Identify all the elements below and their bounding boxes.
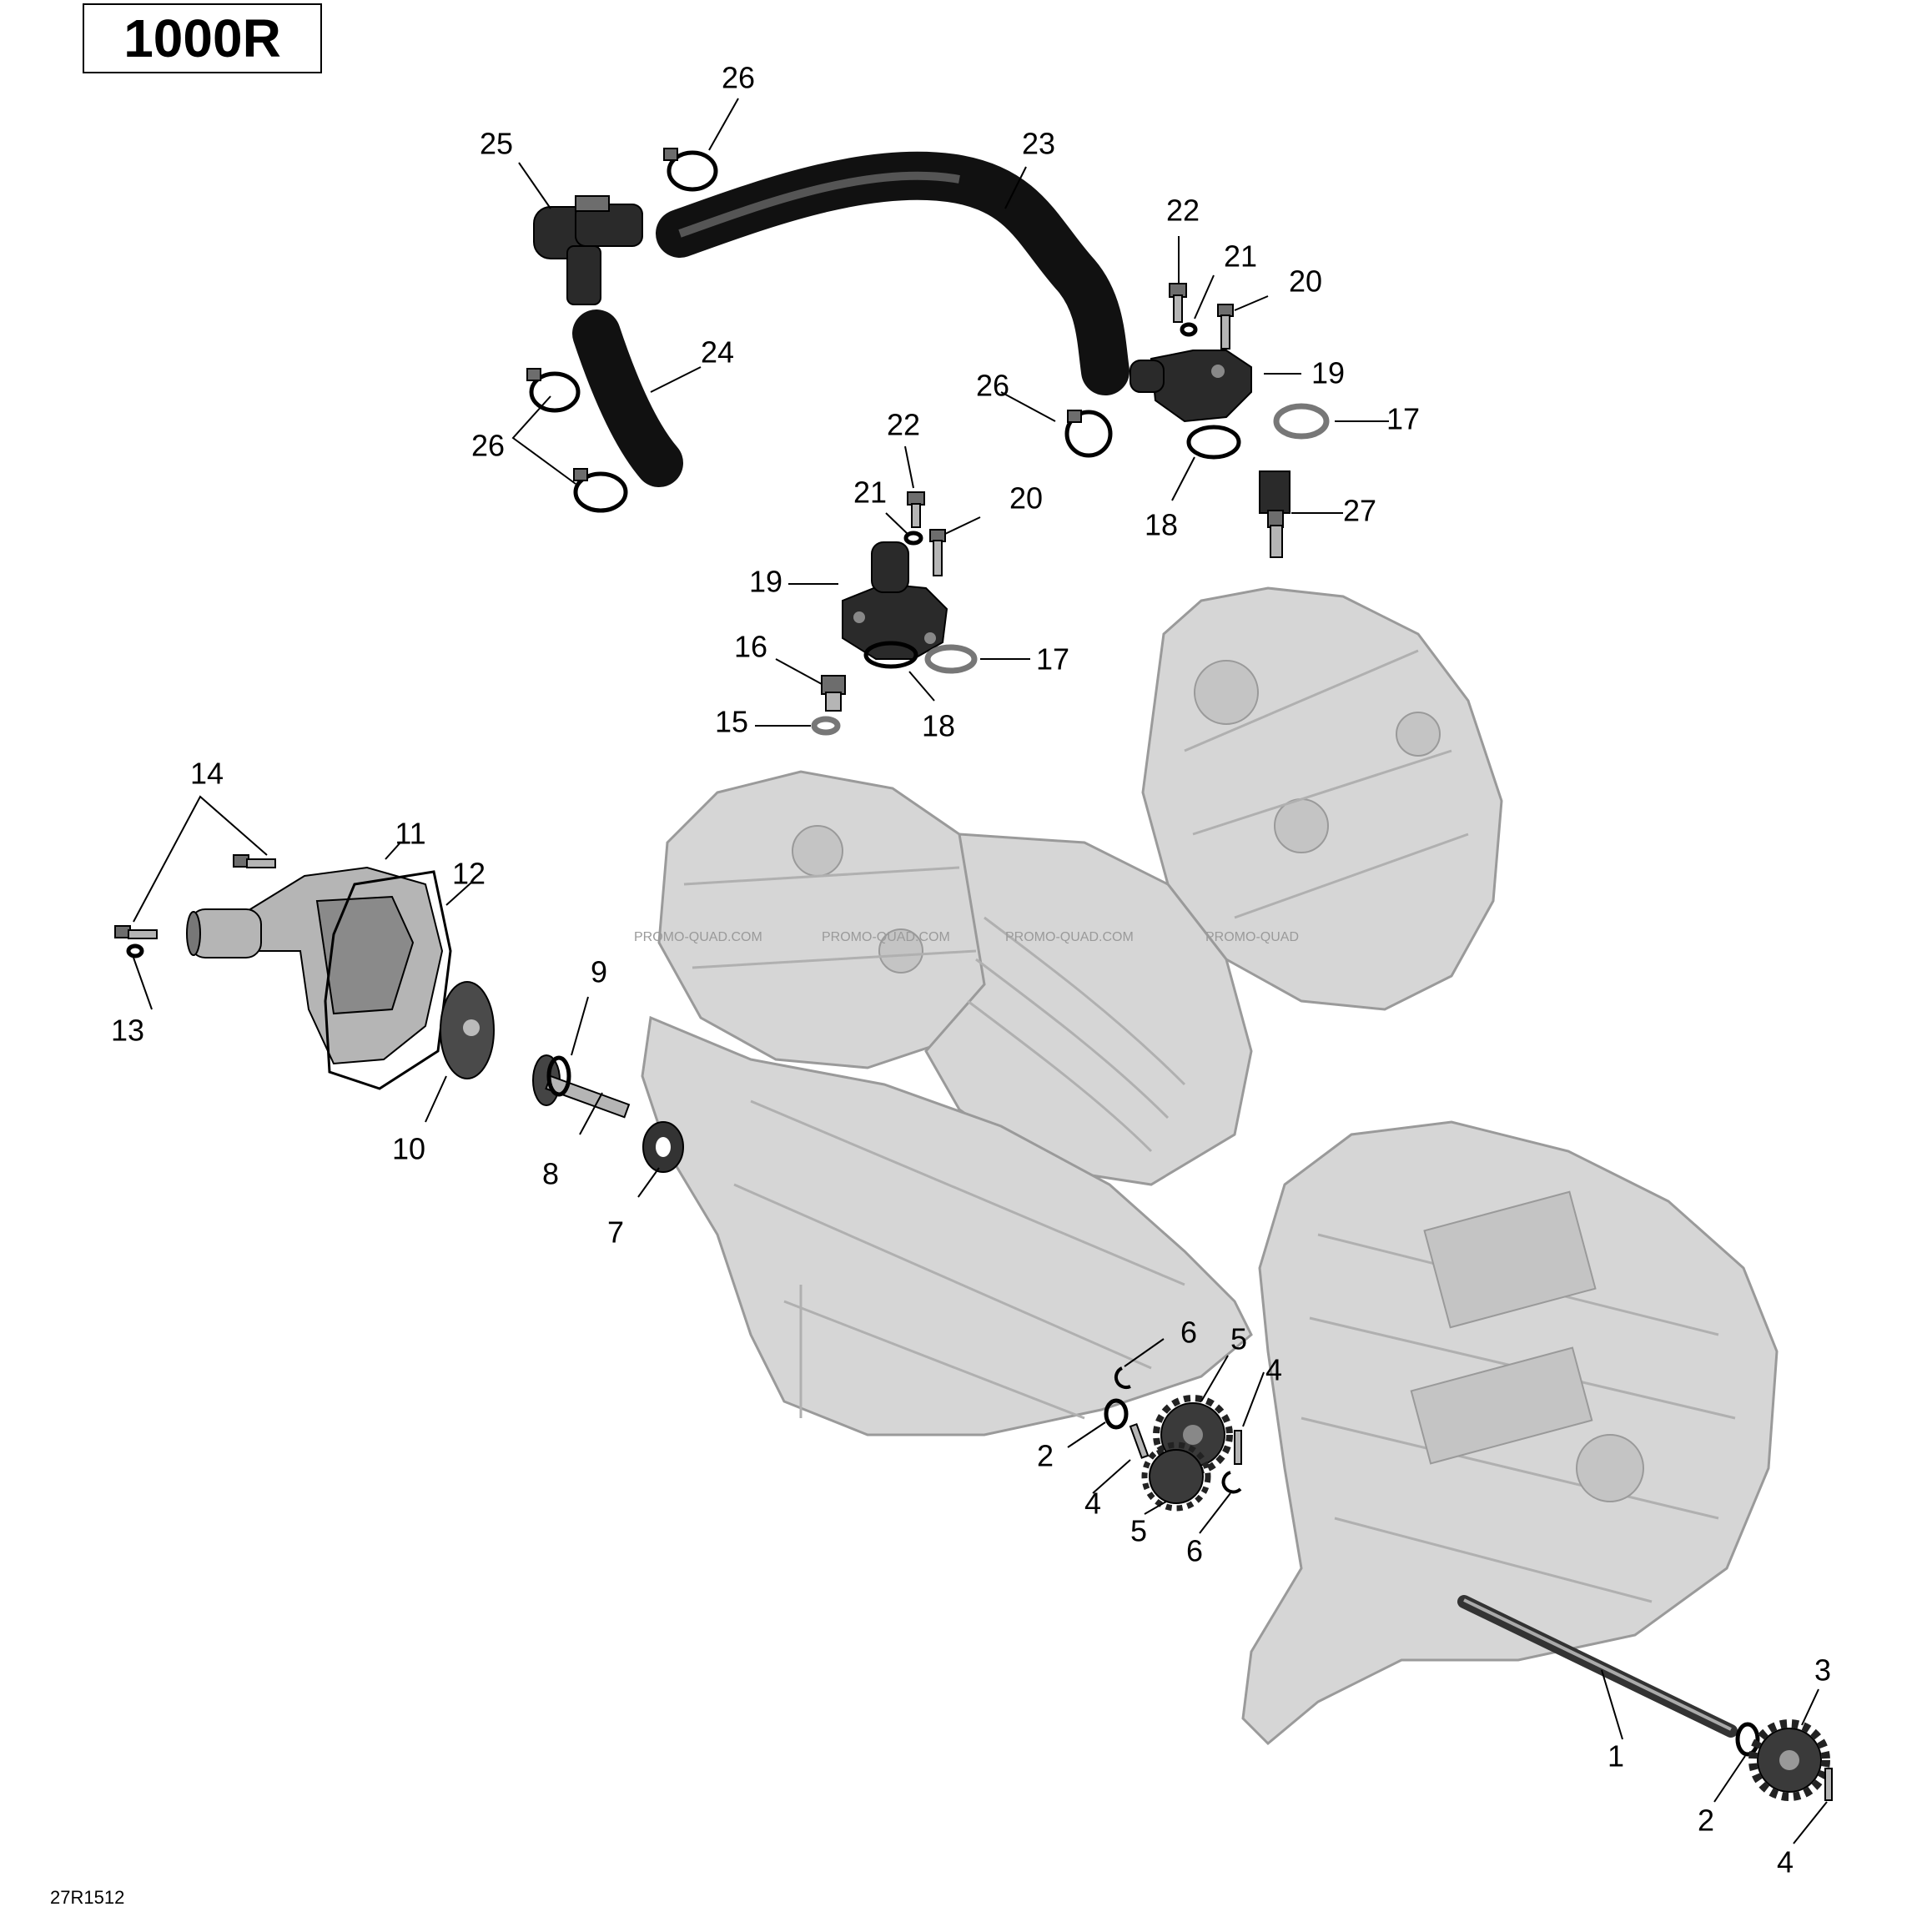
- callout-5: 5: [1230, 1322, 1247, 1356]
- engine-block: [641, 586, 1779, 1746]
- drive-shaft-1: [1457, 1595, 1738, 1738]
- washer-2: [1104, 1398, 1129, 1430]
- gasket-12: [324, 870, 452, 1090]
- hose-23: [656, 151, 1130, 395]
- thermostat-housing-upper: [1130, 350, 1252, 423]
- callout-25: 25: [480, 127, 513, 161]
- pin-4: [1824, 1768, 1833, 1801]
- o-ring-13: [126, 943, 144, 958]
- callout-11: 11: [395, 817, 425, 851]
- engine-v-section: [924, 833, 1253, 1186]
- drawing-code: 27R1512: [50, 1887, 125, 1908]
- model-label: 1000R: [83, 3, 322, 73]
- callout-21: 21: [1224, 239, 1257, 274]
- circlip-6: [1221, 1471, 1242, 1494]
- callout-9: 9: [591, 955, 607, 989]
- callout-13: 13: [111, 1014, 144, 1048]
- callout-12: 12: [452, 857, 486, 891]
- t-fitting-25: [533, 195, 643, 305]
- bolt-22: [1169, 283, 1187, 323]
- leader-lines: [133, 98, 1828, 1844]
- callout-22: 22: [1166, 194, 1200, 228]
- upper-crankcase: [641, 1015, 1253, 1436]
- callout-8: 8: [542, 1157, 559, 1191]
- washer-21: [1180, 322, 1198, 337]
- callout-1: 1: [1607, 1739, 1624, 1774]
- washer-15: [811, 716, 841, 736]
- callout-26: 26: [976, 369, 1009, 403]
- o-ring-18: [863, 641, 918, 669]
- gasket-17: [924, 644, 978, 674]
- water-pump-housing-11: [186, 866, 444, 1065]
- circlip-6: [1114, 1366, 1131, 1390]
- pin-4: [1129, 1422, 1150, 1459]
- callout-18: 18: [922, 709, 955, 743]
- callout-16: 16: [734, 630, 767, 664]
- hose-clamp: [526, 368, 581, 413]
- hose-clamp: [663, 148, 718, 192]
- watermark-text: PROMO-QUAD.COM: [634, 930, 762, 944]
- bolt-20: [929, 529, 946, 576]
- seal-9: [546, 1055, 571, 1097]
- callout-20: 20: [1289, 264, 1322, 299]
- callout-22: 22: [887, 408, 920, 442]
- callout-7: 7: [607, 1215, 624, 1250]
- watermark-text: PROMO-QUAD: [1205, 930, 1299, 944]
- callout-labels: 26 25 23 24 26 26 22 21 20 19 17 18 27 2…: [111, 61, 1831, 1879]
- callout-3: 3: [1814, 1653, 1831, 1688]
- gear-5: [1141, 1441, 1211, 1512]
- watermark-text: PROMO-QUAD.COM: [1005, 930, 1134, 944]
- callout-6: 6: [1186, 1534, 1203, 1568]
- pump-shaft-8: [532, 1054, 631, 1119]
- hose-24: [572, 309, 683, 487]
- callout-14: 14: [190, 757, 224, 791]
- callout-4: 4: [1084, 1487, 1101, 1521]
- plug-16: [821, 675, 846, 712]
- front-cylinder-head: [657, 770, 994, 1069]
- callout-26: 26: [722, 61, 755, 95]
- hose-clamp: [573, 468, 628, 513]
- callout-4: 4: [1777, 1845, 1794, 1879]
- watermark-row: PROMO-QUAD.COM PROMO-QUAD.COM PROMO-QUAD…: [634, 930, 1299, 944]
- hose-clamp: [1064, 410, 1113, 458]
- callout-24: 24: [701, 335, 734, 370]
- temperature-sensor-27: [1259, 470, 1291, 558]
- thermostat-housing-lower: [842, 541, 948, 660]
- gasket-17: [1273, 403, 1330, 440]
- callout-6: 6: [1180, 1316, 1197, 1350]
- bolt-14: [114, 925, 158, 939]
- callout-20: 20: [1009, 481, 1043, 516]
- callout-4: 4: [1265, 1353, 1282, 1387]
- bolt-14: [233, 854, 276, 868]
- watermark-text: PROMO-QUAD.COM: [822, 930, 950, 944]
- callout-23: 23: [1022, 127, 1055, 161]
- callout-5: 5: [1130, 1514, 1147, 1548]
- callout-26: 26: [471, 429, 505, 463]
- callout-27: 27: [1343, 494, 1376, 528]
- callout-19: 19: [749, 565, 782, 599]
- callout-10: 10: [392, 1132, 425, 1166]
- callout-2: 2: [1698, 1804, 1714, 1838]
- pin-4: [1234, 1430, 1242, 1465]
- callout-2: 2: [1037, 1439, 1054, 1473]
- bolt-22: [907, 491, 925, 528]
- callout-19: 19: [1311, 356, 1345, 390]
- callout-18: 18: [1145, 508, 1178, 542]
- washer-2: [1735, 1722, 1760, 1757]
- callout-17: 17: [1036, 642, 1069, 677]
- callout-15: 15: [715, 705, 748, 739]
- callout-21: 21: [853, 475, 887, 510]
- impeller-10: [440, 981, 495, 1079]
- bolt-20: [1217, 304, 1234, 350]
- washer-21: [903, 531, 923, 546]
- oil-seal-7: [642, 1121, 684, 1173]
- sprocket-3: [1748, 1719, 1830, 1801]
- callout-17: 17: [1386, 402, 1420, 436]
- o-ring-18: [1186, 425, 1241, 460]
